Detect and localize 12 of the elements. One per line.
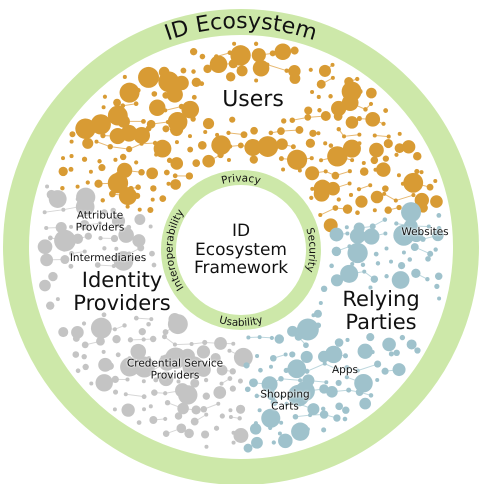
sector-label: Shopping Carts xyxy=(259,389,311,413)
sector-title: Users xyxy=(221,88,285,112)
ring-title: ID Ecosystem xyxy=(162,8,320,46)
ring-label: Privacy xyxy=(220,172,262,187)
sector-title: Relying Parties xyxy=(341,288,421,334)
sector-label: Apps xyxy=(331,365,359,377)
framework-title: ID Ecosystem Framework xyxy=(192,222,290,278)
ring-label: Usability xyxy=(218,314,264,329)
sector-label: Credential Service Providers xyxy=(126,358,224,382)
sector-label: Attribute Providers xyxy=(74,210,126,234)
sector-label: Intermediaries xyxy=(68,253,148,265)
sector-label: Websites xyxy=(400,227,450,239)
